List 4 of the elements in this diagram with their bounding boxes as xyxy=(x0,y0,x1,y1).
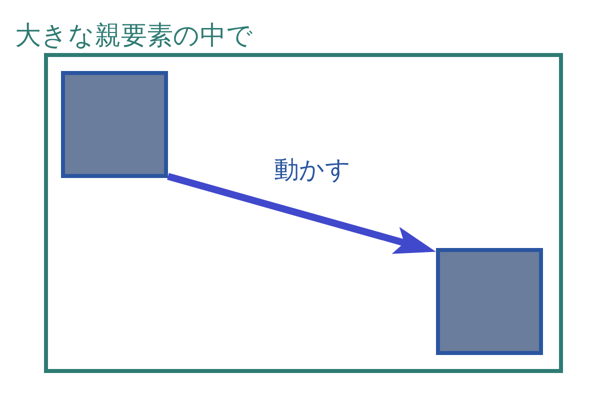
square xyxy=(436,248,543,355)
arrow xyxy=(167,173,437,256)
heading: 大きな親要素の中で xyxy=(15,21,253,51)
square xyxy=(61,71,168,178)
